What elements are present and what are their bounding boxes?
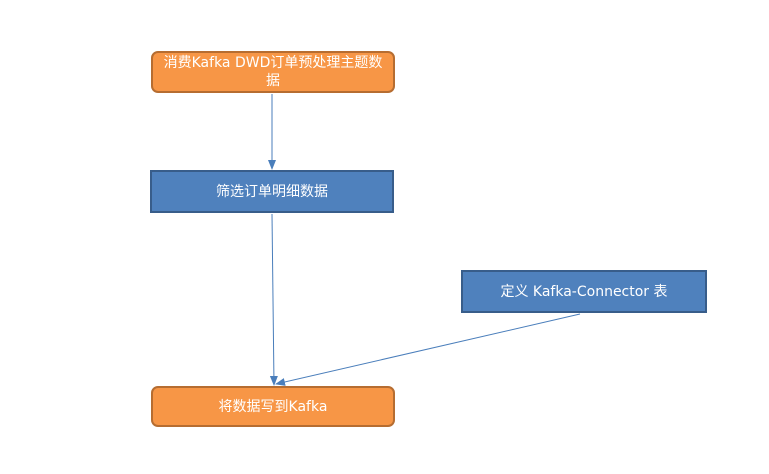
node-filter-order-detail: 筛选订单明细数据 (150, 170, 394, 213)
node-write-to-kafka: 将数据写到Kafka (151, 386, 395, 427)
arrow-filter-to-write (269, 213, 278, 386)
node-consume-kafka-dwd: 消费Kafka DWD订单预处理主题数据 (151, 51, 395, 93)
node-consume-label: 消费Kafka DWD订单预处理主题数据 (163, 55, 383, 89)
node-write-label: 将数据写到Kafka (218, 398, 328, 415)
node-define-label: 定义 Kafka-Connector 表 (500, 283, 668, 300)
arrow-define-to-write (275, 313, 581, 386)
node-define-kafka-connector: 定义 Kafka-Connector 表 (461, 270, 707, 313)
node-filter-label: 筛选订单明细数据 (216, 183, 328, 200)
